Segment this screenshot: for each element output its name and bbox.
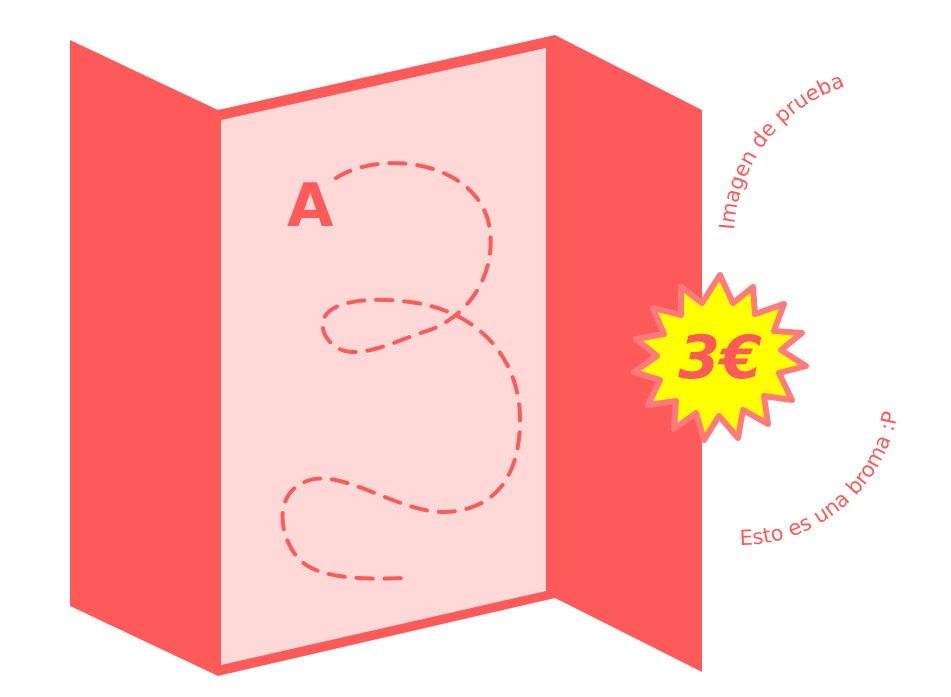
starburst-icon: [631, 272, 809, 443]
price-label: 3€: [678, 323, 762, 393]
caption-top: Imagen de prueba: [715, 68, 847, 230]
caption-bottom: Esto es una broma :P: [739, 409, 902, 550]
route-start-marker: A: [287, 171, 334, 241]
price-badge-burst: [631, 272, 809, 443]
map-left-panel: [70, 40, 218, 676]
folded-map-icon: [70, 35, 702, 676]
map-center-paper: [221, 48, 546, 665]
map-right-panel: [555, 35, 702, 672]
dashed-route: [280, 161, 523, 581]
